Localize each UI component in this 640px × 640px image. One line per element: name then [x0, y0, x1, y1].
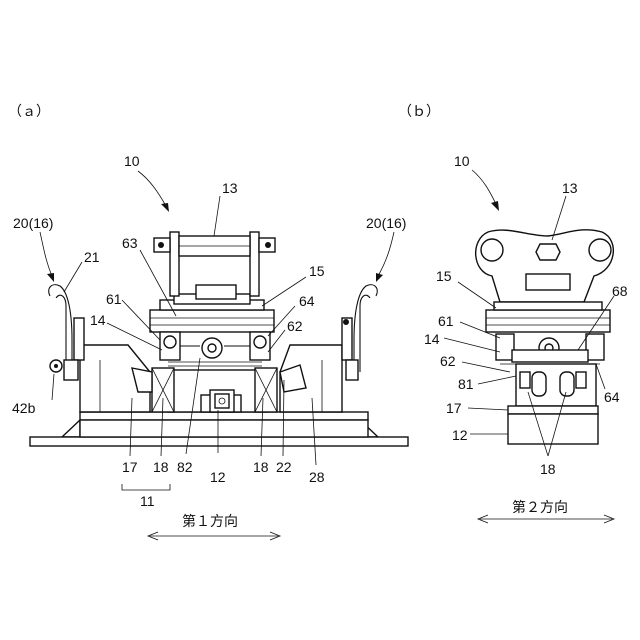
ref-b-13: 13	[562, 180, 578, 196]
lower-body	[152, 368, 277, 412]
hook-right	[342, 285, 377, 380]
ref-a-42b: 42b	[12, 400, 36, 416]
ref-b-81: 81	[458, 376, 474, 392]
ref-a-64: 64	[299, 293, 315, 309]
base-plate	[30, 412, 408, 446]
lug-plate	[476, 230, 614, 302]
lower-body-b	[508, 364, 598, 444]
ref-b-68: 68	[612, 283, 628, 299]
ref-a-21: 21	[84, 249, 100, 265]
ref-b-14: 14	[424, 331, 440, 347]
panel-a: （ａ）	[8, 103, 408, 540]
ref-b-64: 64	[604, 389, 620, 405]
ref-a-20-left: 20(16)	[13, 215, 53, 231]
ref-a-14: 14	[90, 312, 106, 328]
ref-b-17: 17	[446, 400, 462, 416]
direction-caption-b: 第２方向	[512, 499, 568, 516]
ref-a-20-right: 20(16)	[366, 215, 406, 231]
ref-b-61: 61	[438, 313, 454, 329]
ref-a-15: 15	[309, 263, 325, 279]
ref-a-11: 11	[140, 493, 155, 509]
rollers	[160, 332, 270, 366]
direction-arrow-b	[478, 515, 614, 523]
ref-b-18: 18	[540, 461, 556, 477]
ref-a-18-left: 18	[153, 459, 169, 475]
panel-b-label: （ｂ）	[398, 103, 440, 119]
ref-a-61: 61	[106, 291, 122, 307]
top-frame-b	[486, 302, 610, 332]
ref-b-62: 62	[440, 353, 456, 369]
ref-a-28: 28	[309, 469, 325, 485]
ref-a-13: 13	[222, 180, 238, 196]
ref-b-12: 12	[452, 427, 468, 443]
ref-a-17: 17	[122, 459, 138, 475]
ref-b-10: 10	[454, 153, 470, 169]
rollers-b	[496, 334, 604, 364]
direction-arrow-a	[148, 532, 280, 540]
ref-a-62: 62	[287, 318, 303, 334]
ref-a-82: 82	[177, 459, 193, 475]
ref-b-15: 15	[436, 268, 452, 284]
hook-left	[49, 285, 84, 380]
ref-a-12: 12	[210, 469, 226, 485]
panel-b: （ｂ）	[398, 103, 628, 523]
ref-a-22: 22	[276, 459, 292, 475]
ref-a-18-right: 18	[253, 459, 269, 475]
panel-a-label: （ａ）	[8, 103, 50, 119]
ref-a-10: 10	[124, 153, 140, 169]
ref-a-63: 63	[122, 235, 138, 251]
direction-caption-a: 第１方向	[182, 513, 238, 530]
